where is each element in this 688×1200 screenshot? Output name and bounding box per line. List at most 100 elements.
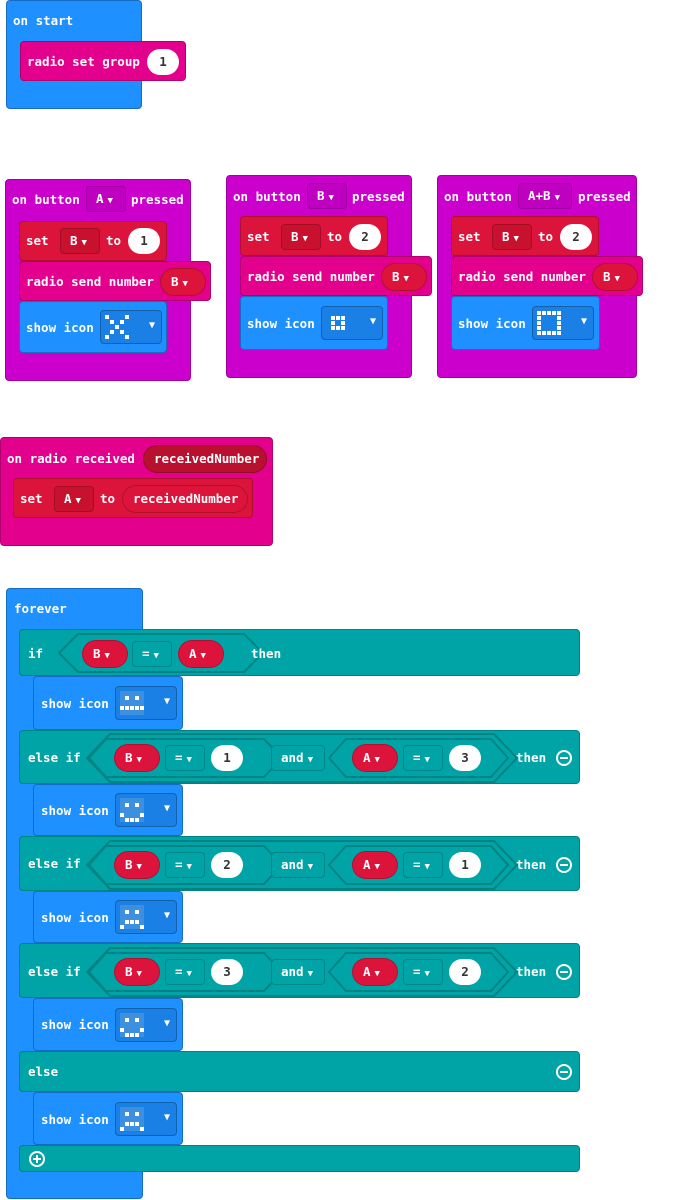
set-label: set: [26, 233, 49, 248]
radio-send-number-block[interactable]: radio send number B▼: [240, 256, 432, 296]
eq-operator[interactable]: =▼: [403, 959, 443, 985]
set-value-input[interactable]: 2: [560, 224, 592, 250]
set-value-input[interactable]: 1: [128, 228, 160, 254]
right-var[interactable]: A▼: [352, 744, 398, 772]
icon-dropdown[interactable]: ▼: [115, 1008, 177, 1042]
else-if-block-2[interactable]: else if B▼ =▼ 2 and▼ A▼ =▼ 1 then: [19, 836, 580, 891]
chevron-down-icon: ▼: [614, 274, 620, 284]
left-var[interactable]: B▼: [114, 744, 160, 772]
neutral-face-icon: [120, 691, 144, 715]
send-var-dropdown[interactable]: B▼: [381, 263, 427, 291]
set-a-block[interactable]: set A▼ to receivedNumber: [13, 478, 253, 518]
set-b-block[interactable]: set B▼ to 2: [240, 216, 388, 256]
icon-dropdown[interactable]: ▼: [115, 900, 177, 934]
if-eq-operator[interactable]: =▼: [132, 641, 172, 667]
icon-dropdown[interactable]: ▼: [115, 686, 177, 720]
eq-operator[interactable]: =▼: [165, 745, 205, 771]
chevron-down-icon: ▼: [153, 651, 159, 661]
left-var[interactable]: B▼: [114, 958, 160, 986]
chevron-down-icon: ▼: [75, 496, 81, 506]
operator: =: [175, 750, 183, 765]
radio-set-group-block[interactable]: radio set group 1: [20, 41, 186, 81]
remove-branch-icon[interactable]: [556, 750, 572, 766]
button-a-dropdown[interactable]: A▼: [86, 186, 126, 212]
set-b-block[interactable]: set B▼ to 1: [19, 221, 167, 261]
group-value-input[interactable]: 1: [147, 49, 179, 75]
received-number-reporter[interactable]: receivedNumber: [122, 485, 248, 513]
on-button-label: on button: [444, 189, 512, 204]
and-operator[interactable]: and▼: [271, 745, 325, 771]
eq-operator[interactable]: =▼: [165, 852, 205, 878]
show-icon-block[interactable]: show icon ▼: [240, 296, 388, 350]
pressed-label: pressed: [352, 189, 405, 204]
show-icon-block[interactable]: show icon ▼: [33, 891, 183, 943]
set-value-input[interactable]: 2: [349, 224, 381, 250]
button-ab-dropdown[interactable]: A+B▼: [518, 183, 572, 209]
set-b-block[interactable]: set B▼ to 2: [451, 216, 599, 256]
var-b-dropdown[interactable]: B▼: [281, 224, 321, 250]
right-value-input[interactable]: 2: [449, 959, 481, 985]
else-block[interactable]: else: [19, 1051, 580, 1092]
chevron-down-icon: ▼: [163, 910, 170, 921]
icon-dropdown[interactable]: ▼: [321, 306, 383, 340]
operator: and: [281, 857, 304, 872]
on-button-label: on button: [12, 192, 80, 207]
radio-send-number-block[interactable]: radio send number B▼: [451, 256, 643, 296]
send-var-dropdown[interactable]: B▼: [160, 268, 206, 296]
right-var[interactable]: A▼: [352, 851, 398, 879]
right-var[interactable]: A▼: [352, 958, 398, 986]
var-a-dropdown[interactable]: A▼: [54, 486, 94, 512]
and-operator[interactable]: and▼: [271, 852, 325, 878]
show-icon-block[interactable]: show icon ▼: [33, 784, 183, 836]
left-value-input[interactable]: 1: [211, 745, 243, 771]
icon-dropdown[interactable]: ▼: [532, 306, 594, 340]
chevron-down-icon: ▼: [307, 969, 313, 979]
add-branch-icon[interactable]: [29, 1151, 45, 1167]
icon-dropdown[interactable]: ▼: [115, 793, 177, 827]
radio-send-number-block[interactable]: radio send number B▼: [19, 261, 211, 301]
right-value-input[interactable]: 3: [449, 745, 481, 771]
to-label: to: [538, 229, 554, 244]
show-icon-block[interactable]: show icon ▼: [33, 1092, 183, 1145]
show-icon-block[interactable]: show icon ▼: [451, 296, 600, 350]
show-icon-block[interactable]: show icon ▼: [19, 301, 167, 353]
if-block[interactable]: if B▼ =▼ A▼ then: [19, 629, 580, 676]
received-number-param[interactable]: receivedNumber: [143, 445, 267, 473]
small-square-icon: [326, 311, 350, 335]
pressed-label: pressed: [131, 192, 184, 207]
if-left-var[interactable]: B▼: [82, 640, 128, 668]
show-icon-block[interactable]: show icon ▼: [33, 998, 183, 1051]
pressed-label: pressed: [578, 189, 631, 204]
eq-operator[interactable]: =▼: [165, 959, 205, 985]
var-name: B: [125, 750, 133, 765]
var-name: B: [125, 964, 133, 979]
remove-branch-icon[interactable]: [556, 857, 572, 873]
then-label: then: [516, 857, 547, 872]
chevron-down-icon: ▼: [136, 862, 142, 872]
else-if-block-1[interactable]: else if B▼ =▼ 1 and▼ A▼ =▼ 3 then: [19, 730, 580, 784]
radio-send-label: radio send number: [26, 274, 154, 289]
show-icon-label: show icon: [458, 316, 526, 331]
send-var-dropdown[interactable]: B▼: [592, 263, 638, 291]
and-operator[interactable]: and▼: [271, 959, 325, 985]
if-right-var[interactable]: A▼: [178, 640, 224, 668]
right-value-input[interactable]: 1: [449, 852, 481, 878]
chevron-down-icon: ▼: [148, 320, 155, 331]
show-icon-block[interactable]: show icon ▼: [33, 676, 183, 730]
left-value-input[interactable]: 2: [211, 852, 243, 878]
chevron-down-icon: ▼: [163, 696, 170, 707]
radio-send-label: radio send number: [458, 269, 586, 284]
left-value-input[interactable]: 3: [211, 959, 243, 985]
icon-dropdown[interactable]: ▼: [115, 1102, 177, 1136]
var-b-dropdown[interactable]: B▼: [60, 228, 100, 254]
var-b-dropdown[interactable]: B▼: [492, 224, 532, 250]
eq-operator[interactable]: =▼: [403, 852, 443, 878]
else-if-block-3[interactable]: else if B▼ =▼ 3 and▼ A▼ =▼ 2 then: [19, 943, 580, 998]
remove-branch-icon[interactable]: [556, 964, 572, 980]
icon-dropdown[interactable]: ▼: [100, 310, 162, 344]
then-label: then: [516, 964, 547, 979]
remove-else-icon[interactable]: [556, 1064, 572, 1080]
button-b-dropdown[interactable]: B▼: [307, 183, 347, 209]
left-var[interactable]: B▼: [114, 851, 160, 879]
eq-operator[interactable]: =▼: [403, 745, 443, 771]
